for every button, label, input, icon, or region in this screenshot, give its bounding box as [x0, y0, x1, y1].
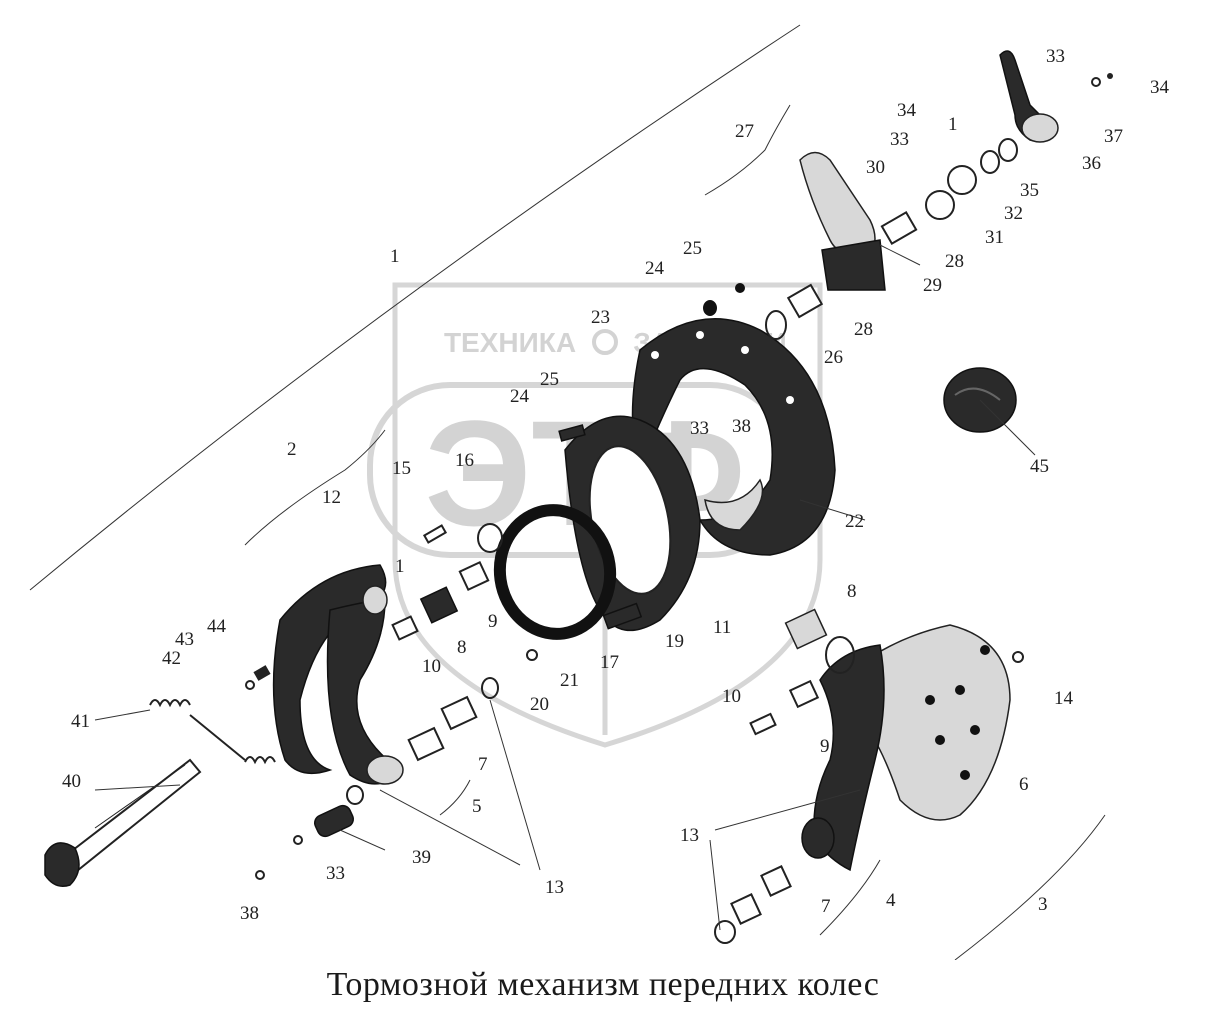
label-41: 41 [71, 711, 90, 732]
part-slack-adjuster [999, 50, 1059, 143]
label-9: 9 [820, 736, 830, 757]
label-42: 42 [162, 648, 181, 669]
label-16: 16 [455, 450, 474, 471]
label-34: 34 [1150, 77, 1170, 98]
label-34: 34 [897, 100, 917, 121]
callout-labels: 1 1 1 2 3 4 5 6 7 7 8 8 9 9 10 10 11 12 … [62, 46, 1170, 924]
label-44: 44 [207, 616, 227, 637]
part-gasket [477, 504, 617, 640]
label-33: 33 [1046, 46, 1065, 67]
label-14: 14 [1054, 688, 1074, 709]
label-22: 22 [845, 511, 864, 532]
label-11: 11 [713, 617, 731, 638]
label-23: 23 [591, 307, 610, 328]
label-10: 10 [422, 656, 441, 677]
label-13: 13 [545, 877, 564, 898]
diagram-canvas: ТЕХНИКА ЗАПЧАСТИ ЭТФ [29, 24, 1170, 961]
label-38: 38 [732, 416, 751, 437]
label-1: 1 [390, 246, 400, 267]
label-45: 45 [1030, 456, 1049, 477]
label-33: 33 [326, 863, 345, 884]
label-37: 37 [1104, 126, 1123, 147]
label-1: 1 [948, 114, 958, 135]
label-1: 1 [395, 556, 405, 577]
label-9: 9 [488, 611, 498, 632]
label-31: 31 [985, 227, 1004, 248]
label-24: 24 [510, 386, 530, 407]
group-bracket-3 [954, 814, 1106, 961]
label-32: 32 [1004, 203, 1023, 224]
label-25: 25 [540, 369, 559, 390]
label-35: 35 [1020, 180, 1039, 201]
label-12: 12 [322, 487, 341, 508]
watermark-gear-icon [592, 329, 618, 355]
label-19: 19 [665, 631, 684, 652]
part-40-camshaft [44, 758, 202, 887]
label-30: 30 [866, 157, 885, 178]
part-22-dust-shield [631, 318, 836, 556]
label-13: 13 [680, 825, 699, 846]
leader-lines [94, 244, 1036, 931]
label-39: 39 [412, 847, 431, 868]
diagram-caption: Тормозной механизм передних колес [326, 966, 880, 1003]
label-29: 29 [923, 275, 942, 296]
label-5: 5 [472, 796, 482, 817]
label-33: 33 [690, 418, 709, 439]
label-38: 38 [240, 903, 259, 924]
watermark-word-left: ТЕХНИКА [444, 327, 576, 358]
group-bracket-27 [704, 104, 791, 196]
label-43: 43 [175, 629, 194, 650]
assembly-axis-line [29, 24, 801, 591]
label-28: 28 [945, 251, 964, 272]
group-bracket-4 [819, 859, 881, 936]
part-30-chamber-bracket [799, 151, 918, 291]
label-7: 7 [478, 754, 488, 775]
label-10: 10 [722, 686, 741, 707]
label-8: 8 [457, 637, 467, 658]
group-lines [29, 24, 1106, 961]
part-41-return-spring [149, 699, 276, 765]
group-bracket-5 [439, 779, 471, 816]
label-8: 8 [847, 581, 857, 602]
part-4-brake-shoe-right [801, 624, 1011, 872]
group-bracket-2 [244, 429, 386, 546]
label-40: 40 [62, 771, 81, 792]
label-28: 28 [854, 319, 873, 340]
label-36: 36 [1082, 153, 1101, 174]
label-4: 4 [886, 890, 896, 911]
label-33: 33 [890, 129, 909, 150]
label-21: 21 [560, 670, 579, 691]
label-7: 7 [821, 896, 831, 917]
part-17-brake-carrier [558, 415, 701, 632]
label-17: 17 [600, 652, 619, 673]
label-25: 25 [683, 238, 702, 259]
part-2-brake-shoe-left [272, 564, 404, 785]
part-small-hardware [245, 73, 1113, 944]
label-6: 6 [1019, 774, 1029, 795]
label-24: 24 [645, 258, 665, 279]
label-2: 2 [287, 439, 297, 460]
label-15: 15 [392, 458, 411, 479]
label-3: 3 [1038, 894, 1048, 915]
label-20: 20 [530, 694, 549, 715]
label-26: 26 [824, 347, 843, 368]
label-27: 27 [735, 121, 754, 142]
